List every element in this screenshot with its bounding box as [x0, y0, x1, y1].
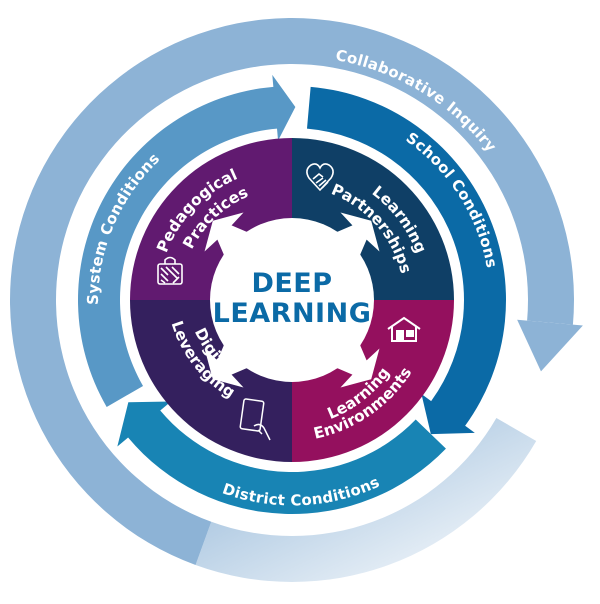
system-conditions-arc: [78, 74, 296, 408]
outer-ring-arrowhead: [517, 319, 583, 372]
center-title-line1: DEEP: [251, 268, 332, 299]
condition-ring-district: District Conditions: [117, 401, 446, 514]
tablet-hand-icon: [239, 398, 271, 441]
arrow-icon: [323, 212, 380, 269]
center-title-line2: LEARNING: [213, 298, 372, 329]
district-conditions-arc: [117, 401, 446, 514]
quadrant-shape: [130, 138, 292, 300]
quadrant-leveraging-digital: [130, 300, 292, 462]
house-icon: [387, 316, 421, 342]
center-hub: DEEP LEARNING: [204, 212, 380, 388]
basket-icon: [157, 256, 183, 285]
center-disc: [210, 218, 374, 382]
quadrant-learning-partnerships: [292, 138, 454, 300]
arrow-icon: [323, 331, 380, 388]
quadrant-shape: [130, 300, 292, 462]
quadrant-shape: [292, 138, 454, 300]
quadrant-pedagogical-practices: [130, 138, 292, 300]
arrow-icon: [204, 212, 261, 269]
handshake-heart-icon: [306, 163, 334, 192]
arrow-icon: [204, 331, 261, 388]
school-conditions-arc: [306, 86, 506, 435]
outer-ring-fade-arc: [195, 418, 537, 583]
